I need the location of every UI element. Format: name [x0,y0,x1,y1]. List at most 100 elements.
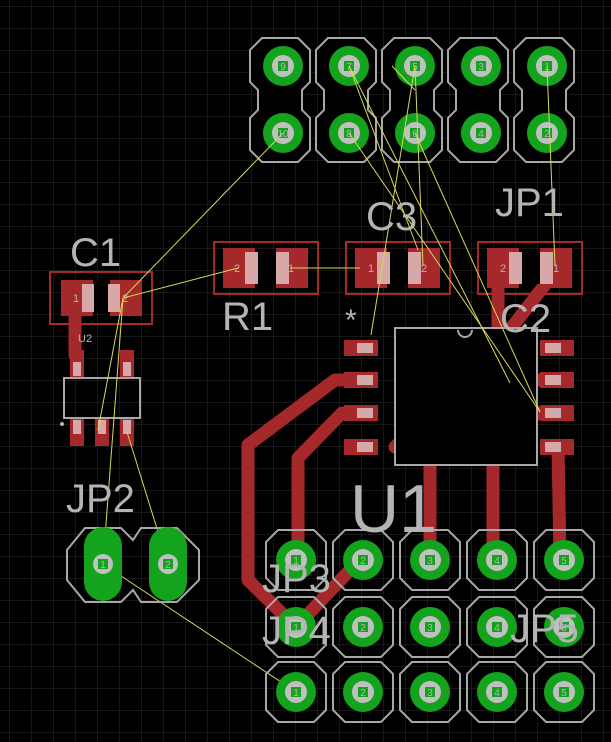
u1-lead-7 [545,375,561,385]
grid-pad-r2-c2: 2 [343,607,383,647]
jp2-pad-1-hole [98,559,108,569]
u1-lead-2 [357,375,373,385]
jp1-pad-4: 4 [461,113,501,153]
label-jp1: JP1 [495,181,564,225]
u1-pin-7-label: 7 [554,373,561,388]
grid-pad-r2-c4: 4 [477,607,517,647]
grid-pad-r1-c5-hole [559,555,569,565]
jp1-pad-2-hole [542,128,552,138]
grid-outline-r2-c3 [399,596,461,658]
grid-pad-r3-c3-label: 3 [427,688,433,699]
grid-outline-r1-c2 [332,529,394,591]
u1-lead-1 [357,343,373,353]
jp1-pad-2: 2 [527,113,567,153]
grid-pad-r2-c1-hole [291,622,301,632]
grid-pad-r2-c5-hole [559,622,569,632]
grid-pad-r2-c4-hole [492,622,502,632]
grid-pad-r2-c3-label: 3 [427,623,433,634]
grid-pad-r3-c1: 1 [276,672,316,712]
grid-outline-r1-c5 [533,529,595,591]
grid-pad-r1-c5-label: 5 [561,556,567,567]
jp1-pad-9-hole [278,61,288,71]
airwire-11 [546,65,556,267]
jp2-outline [66,527,200,603]
grid-outline-r3-c1 [265,661,327,723]
label-jp3: JP3 [262,557,331,601]
u1-lead-4 [357,442,373,452]
airwire-13 [102,563,297,693]
jp1-pad-3-label: 3 [478,62,484,73]
u1-pin-2-label: 2 [362,373,369,388]
label-jp4: JP4 [262,609,331,653]
grid-pad-r2-c3: 3 [410,607,450,647]
r1-center [258,252,276,284]
u1-lead-5 [545,442,561,452]
airwire-2 [122,267,239,299]
c2-outline [477,241,583,295]
grid-pad-r2-c1: 1 [276,607,316,647]
airwire-4 [102,297,124,565]
airwire-5 [348,65,419,251]
r1-pin-2-label: 2 [234,263,240,275]
grid-pad-r3-c5-hole [559,687,569,697]
grid-outline-r3-c2 [332,661,394,723]
grid-pad-r1-c1: 1 [276,540,316,580]
c3-center [390,252,408,284]
jp1-pad-3-hole [476,61,486,71]
u1-pin-8-label: 8 [554,341,561,356]
jp1-pad-4-label: 4 [478,129,484,140]
u1-body [394,327,538,466]
grid-pad-r3-c1-hole [291,687,301,697]
grid-outline-r3-c4 [466,661,528,723]
label-star: * [345,304,357,337]
grid-outline-r2-c5 [533,596,595,658]
jp1-pad-10-label: 10 [277,129,289,140]
c1-part: 1 2 [49,271,153,325]
grid-pad-r1-c1-label: 1 [293,556,299,567]
airwire-1 [122,132,284,299]
grid-outline-r2-c2 [332,596,394,658]
jp2-pin-1-label: 1 [100,560,106,571]
grid-outline-r3-c5 [533,661,595,723]
c3-pin-2-label: 2 [421,263,427,275]
jp2-pin-2-label: 2 [165,560,171,571]
grid-pad-r1-c4: 4 [477,540,517,580]
u1-lead-8 [545,343,561,353]
grid-pad-r3-c2-hole [358,687,368,697]
grid-pad-r2-c1-label: 1 [293,623,299,634]
c2-pin-1-label: 1 [553,263,559,275]
jp1-pad-2-label: 2 [544,129,550,140]
label-c1: C1 [70,231,121,275]
airwire-10 [348,132,541,413]
grid-pad-r1-c2-hole [358,555,368,565]
grid-outline-r3-c3 [399,661,461,723]
u2-lead-bot-1 [73,420,81,434]
grid-pad-r2-c2-label: 2 [360,623,366,634]
label-jp5: JP5 [510,607,579,651]
c3-pin-1-label: 1 [368,263,374,275]
trace-u1-2 [241,373,365,634]
grid-pad-r2-c3-hole [425,622,435,632]
label-r1: R1 [222,295,273,339]
airwire-7 [370,65,416,336]
u2-lead-bot-2 [98,420,106,434]
jp1-pad-9: 9 [263,46,303,86]
grid-outline-r1-c3 [399,529,461,591]
airwire-6 [348,65,511,384]
grid-pad-r3-c2: 2 [343,672,383,712]
grid-pad-r3-c5: 5 [544,672,584,712]
u2-pin1-dot [60,422,64,426]
u1-pin-6-label: 6 [554,406,561,421]
grid-outline-r2-c1 [265,596,327,658]
grid-pad-r1-c4-label: 4 [494,556,500,567]
u2-lead-top-2 [123,362,131,376]
label-u2: U2 [78,333,92,345]
grid-outline-r2-c4 [466,596,528,658]
grid-pad-r3-c1-label: 1 [293,688,299,699]
grid-pad-r1-c2: 2 [343,540,383,580]
u1-notch [457,329,473,338]
u2-part [60,350,141,446]
